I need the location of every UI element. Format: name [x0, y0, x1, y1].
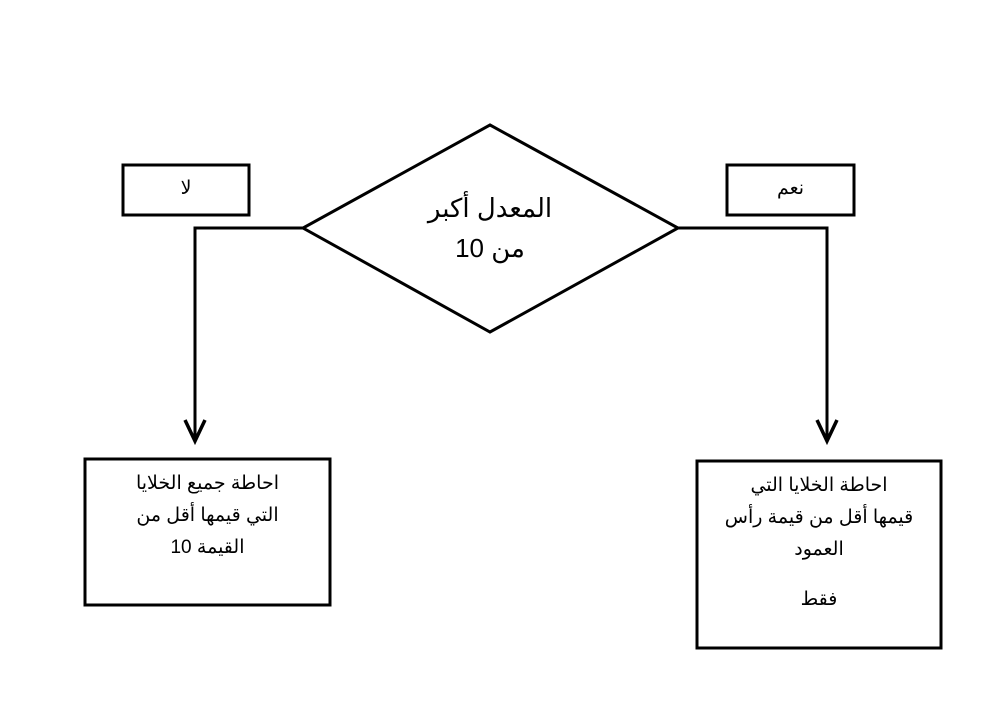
no-outcome-line-2: التي قيمها أقل من [136, 505, 279, 526]
yes-label-box [725, 163, 856, 217]
no-outcome-box [83, 457, 332, 607]
decision-diamond [299, 123, 682, 334]
yes-label: نعم [776, 178, 805, 199]
decision-line-2: من 10 [455, 233, 525, 263]
no-label-box [121, 163, 251, 217]
yes-branch-connector [678, 226, 829, 437]
no-outcome-line-1: احاطة جميع الخلايا [135, 473, 279, 494]
yes-outcome-line-2: قيمها أقل من قيمة رأس [724, 507, 914, 528]
decision-line-1: المعدل أكبر [427, 193, 553, 223]
yes-outcome-text: احاطة الخلايا التي قيمها أقل من قيمة رأس… [702, 470, 936, 616]
no-outcome-text: احاطة جميع الخلايا التي قيمها أقل من الق… [90, 468, 325, 564]
yes-branch-arrowhead [815, 419, 839, 446]
yes-outcome-line-4: فقط [800, 589, 838, 610]
no-branch-arrowhead [183, 419, 207, 446]
no-label: لا [180, 178, 192, 199]
yes-outcome-box [695, 459, 943, 650]
yes-outcome-line-1: احاطة الخلايا التي [750, 475, 888, 496]
decision-text: المعدل أكبر من 10 [380, 188, 600, 268]
no-outcome-line-3: القيمة 10 [170, 537, 245, 558]
no-branch-connector [193, 226, 303, 437]
yes-outcome-line-3: العمود [794, 539, 844, 560]
